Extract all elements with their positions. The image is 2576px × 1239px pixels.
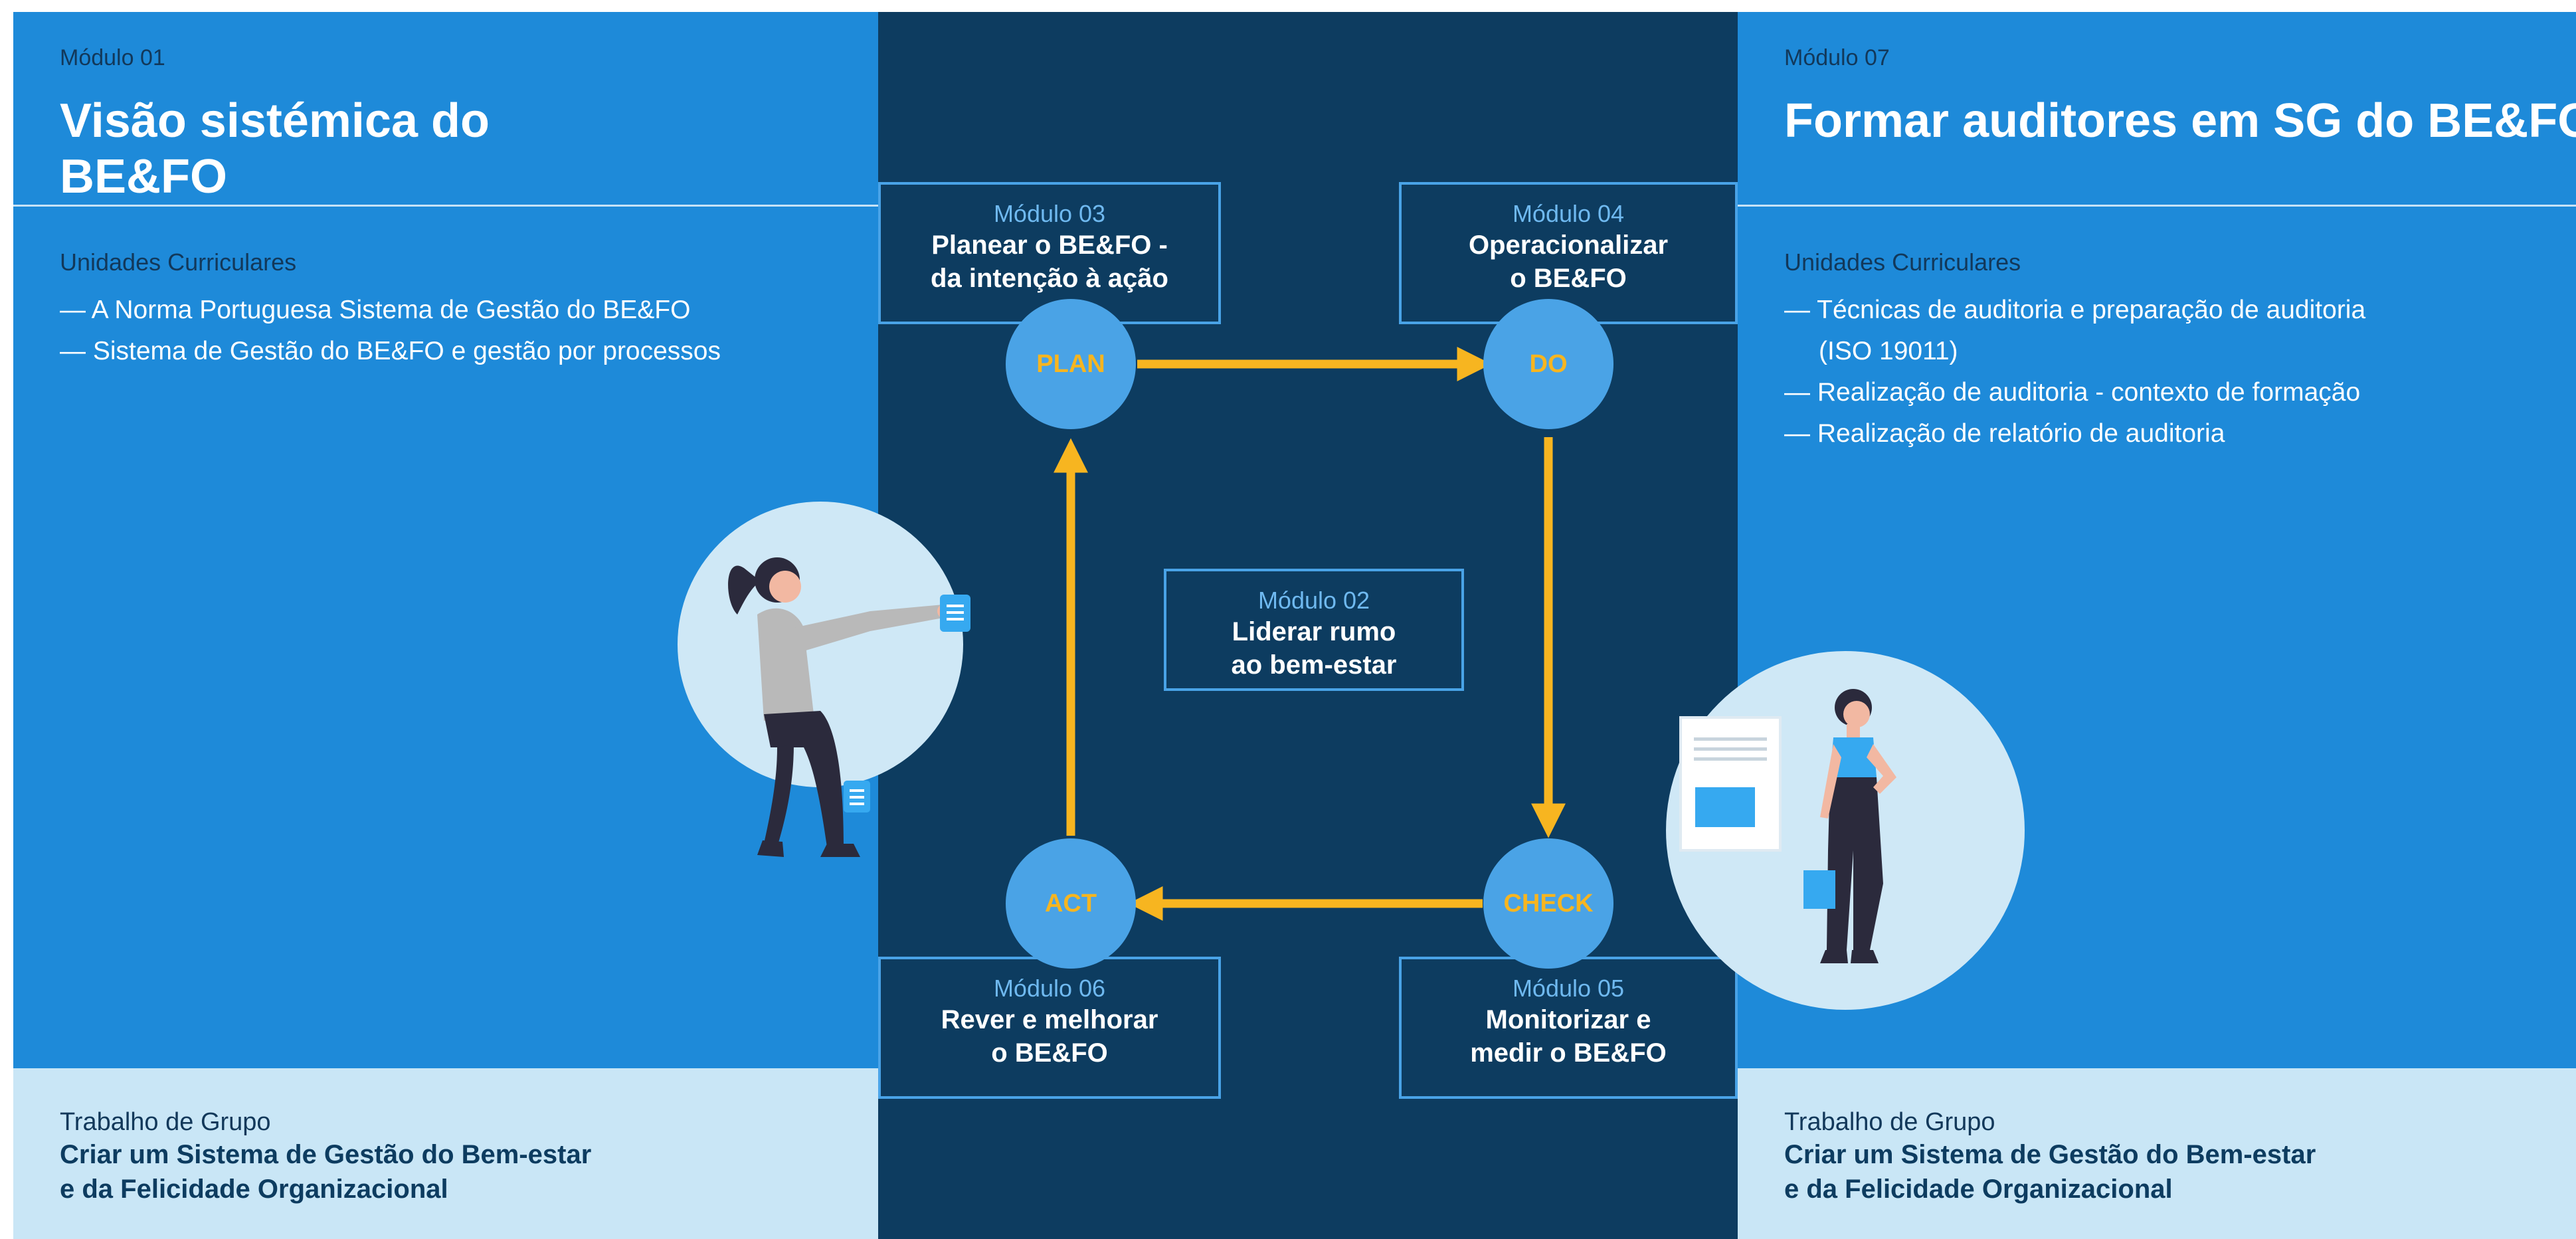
left-title-line1: Visão sistémica do [60, 94, 490, 147]
module-03-line2: da intenção à ação [931, 264, 1168, 293]
act-circle: ACT [1006, 838, 1136, 969]
check-circle: CHECK [1483, 838, 1613, 969]
left-uc-list: — A Norma Portuguesa Sistema de Gestão d… [60, 290, 804, 372]
right-group-line1: Criar um Sistema de Gestão do Bem-estar [1784, 1140, 2316, 1169]
module-02-line1: Liderar rumo [1232, 617, 1396, 646]
woman-sitting-illustration [678, 502, 970, 857]
right-uc-item: — Realização de relatório de auditoria [1784, 419, 2225, 448]
left-group-label: Trabalho de Grupo [60, 1108, 271, 1136]
module-06-line1: Rever e melhorar [941, 1005, 1158, 1034]
right-module-label: Módulo 07 [1784, 45, 1890, 70]
right-group-title: Criar um Sistema de Gestão do Bem-estar … [1784, 1137, 2316, 1206]
module-03-label: Módulo 03 [993, 200, 1106, 227]
left-group-panel [13, 1068, 878, 1239]
module-04-line2: o BE&FO [1510, 264, 1627, 293]
module-03-box: Módulo 03 Planear o BE&FO - da intenção … [878, 182, 1221, 324]
left-group-line1: Criar um Sistema de Gestão do Bem-estar [60, 1140, 592, 1169]
module-06-label: Módulo 06 [993, 975, 1106, 1002]
module-02-line2: ao bem-estar [1231, 650, 1397, 680]
left-divider [13, 205, 878, 207]
left-uc-label: Unidades Curriculares [60, 248, 297, 276]
do-circle: DO [1483, 299, 1613, 429]
right-divider [1738, 205, 2576, 207]
module-02-box: Módulo 02 Liderar rumo ao bem-estar [1164, 569, 1464, 691]
module-04-label: Módulo 04 [1512, 200, 1625, 227]
right-group-panel [1738, 1068, 2576, 1239]
right-group-label: Trabalho de Grupo [1784, 1108, 1995, 1136]
module-06-box: Módulo 06 Rever e melhorar o BE&FO [878, 957, 1221, 1099]
cycle-arrows [1054, 347, 1566, 921]
module-05-label: Módulo 05 [1512, 975, 1625, 1002]
center-panel [878, 12, 1738, 1239]
right-group-line2: e da Felicidade Organizacional [1784, 1175, 2173, 1204]
module-05-line1: Monitorizar e [1485, 1005, 1651, 1034]
right-uc-item: — Realização de auditoria - contexto de … [1784, 378, 2361, 407]
module-04-line1: Operacionalizar [1468, 231, 1669, 260]
left-module-title: Visão sistémica do BE&FO [60, 93, 490, 205]
left-group-line2: e da Felicidade Organizacional [60, 1175, 448, 1204]
module-06-line2: o BE&FO [991, 1038, 1108, 1068]
module-05-line2: medir o BE&FO [1470, 1038, 1667, 1068]
left-uc-item: — A Norma Portuguesa Sistema de Gestão d… [60, 296, 691, 324]
module-05-box: Módulo 05 Monitorizar e medir o BE&FO [1399, 957, 1738, 1099]
left-uc-item: — Sistema de Gestão do BE&FO e gestão po… [60, 337, 721, 365]
left-title-line2: BE&FO [60, 150, 227, 203]
module-03-line1: Planear o BE&FO - [931, 231, 1168, 260]
right-uc-item: — Técnicas de auditoria e preparação de … [1784, 296, 2366, 365]
left-module-label: Módulo 01 [60, 45, 165, 70]
left-group-title: Criar um Sistema de Gestão do Bem-estar … [60, 1137, 591, 1206]
plan-circle: PLAN [1006, 299, 1136, 429]
right-module-title: Formar auditores em SG do BE&FO [1784, 94, 2576, 147]
woman-standing-illustration [1666, 651, 2025, 1010]
module-02-label: Módulo 02 [1257, 587, 1370, 614]
right-uc-list: — Técnicas de auditoria e preparação de … [1784, 290, 2369, 454]
right-uc-label: Unidades Curriculares [1784, 248, 2021, 276]
